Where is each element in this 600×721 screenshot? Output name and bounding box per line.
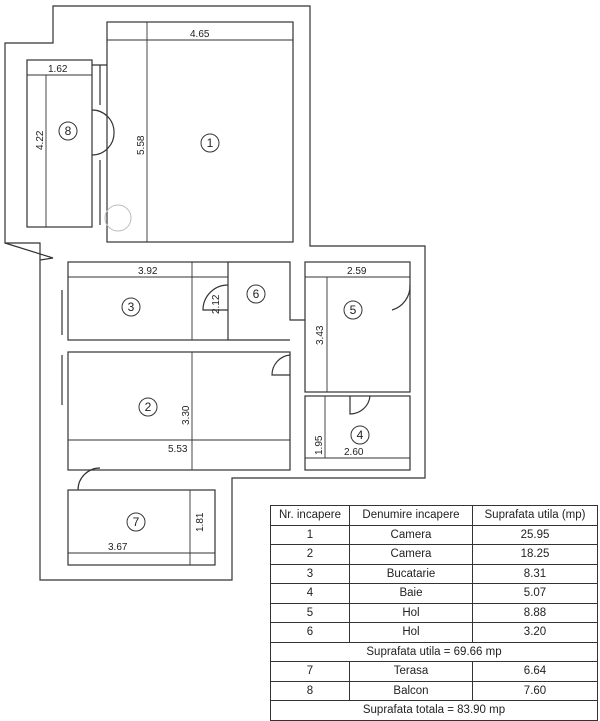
svg-text:2: 2	[145, 400, 152, 414]
total-row: Suprafata totala = 83.90 mp	[270, 700, 598, 721]
hall-door	[391, 284, 411, 311]
cell-name: Hol	[349, 622, 473, 643]
cell-area: 18.25	[472, 544, 598, 565]
svg-text:5: 5	[350, 303, 357, 317]
svg-text:1: 1	[207, 136, 214, 150]
dim-212: 2.12	[211, 294, 222, 314]
cell-nr: 7	[270, 661, 350, 682]
dim-343: 3.43	[315, 325, 326, 345]
table-header-row: Nr. incapere Denumire incapere Suprafata…	[270, 505, 598, 526]
dim-330: 3.30	[181, 405, 192, 425]
cell-area: 5.07	[472, 583, 598, 604]
subtotal: Suprafata utila = 69.66 mp	[270, 641, 598, 662]
room-4-outline	[304, 395, 411, 471]
outer-wall	[4, 5, 426, 581]
cell-nr: 6	[270, 622, 350, 643]
cell-nr: 4	[270, 583, 350, 604]
cell-name: Bucatarie	[349, 563, 473, 584]
cell-name: Baie	[349, 583, 473, 604]
svg-text:3: 3	[128, 300, 135, 314]
dim-465: 4.65	[190, 29, 210, 40]
total: Suprafata totala = 83.90 mp	[270, 700, 598, 721]
dim-259: 2.59	[347, 266, 367, 277]
svg-text:7: 7	[133, 515, 140, 529]
balcony-door	[91, 109, 115, 156]
dim-195: 1.95	[314, 435, 325, 455]
dim-422: 4.22	[35, 130, 46, 150]
room-label-5: 5	[343, 300, 363, 320]
header-area: Suprafata utila (mp)	[472, 505, 598, 526]
dim-367: 3.67	[108, 542, 128, 553]
cell-area: 25.95	[472, 524, 598, 545]
area-table: Nr. incapere Denumire incapere Suprafata…	[270, 505, 598, 721]
cell-area: 8.31	[472, 563, 598, 584]
kitchen-door	[202, 284, 229, 311]
room-label-4: 4	[350, 425, 370, 445]
cell-area: 6.64	[472, 661, 598, 682]
cell-area: 3.20	[472, 622, 598, 643]
bath-door	[349, 395, 371, 415]
cell-area: 8.88	[472, 602, 598, 623]
svg-text:8: 8	[65, 124, 72, 138]
window	[92, 64, 107, 225]
svg-text:6: 6	[253, 287, 260, 301]
outer-wall-fix	[5, 242, 41, 260]
fixture-circle	[104, 204, 132, 232]
room-6-outline	[228, 261, 305, 341]
dim-553: 5.53	[168, 444, 188, 455]
cell-area: 7.60	[472, 680, 598, 701]
room2-door	[271, 354, 291, 376]
header-nr: Nr. incapere	[270, 505, 350, 526]
cell-nr: 5	[270, 602, 350, 623]
room-1-outline	[106, 21, 294, 243]
cell-nr: 1	[270, 524, 350, 545]
cell-nr: 2	[270, 544, 350, 565]
dim-392: 3.92	[138, 266, 158, 277]
dim-558: 5.58	[136, 135, 147, 155]
svg-text:4: 4	[357, 428, 364, 442]
dim-181: 1.81	[195, 512, 206, 532]
room-2-outline	[67, 351, 291, 471]
header-name: Denumire incapere	[349, 505, 473, 526]
terrace-door	[77, 467, 101, 491]
cell-name: Terasa	[349, 661, 473, 682]
cell-name: Camera	[349, 544, 473, 565]
room-8-outline	[26, 59, 93, 228]
room-label-2: 2	[138, 397, 158, 417]
cell-name: Balcon	[349, 680, 473, 701]
room-label-7: 7	[126, 512, 146, 532]
room-7-outline	[67, 489, 216, 566]
cell-nr: 3	[270, 563, 350, 584]
dim-162: 1.62	[48, 64, 68, 75]
subtotal-row: Suprafata utila = 69.66 mp	[270, 641, 598, 662]
room-3-outline	[67, 261, 229, 341]
room-label-6: 6	[246, 284, 266, 304]
cell-name: Camera	[349, 524, 473, 545]
room-5-outline	[304, 261, 411, 393]
room-label-1: 1	[200, 133, 220, 153]
room-label-3: 3	[121, 297, 141, 317]
dim-260: 2.60	[344, 447, 364, 458]
cell-nr: 8	[270, 680, 350, 701]
room-label-8: 8	[58, 121, 78, 141]
cell-name: Hol	[349, 602, 473, 623]
